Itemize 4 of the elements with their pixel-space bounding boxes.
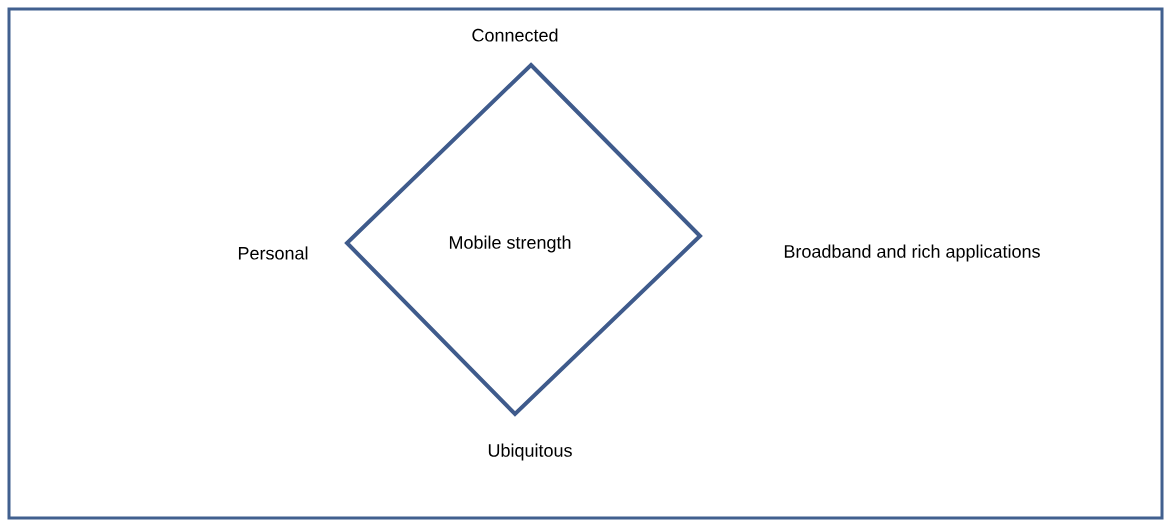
corner-label: Connected (472, 28, 558, 42)
corner-label: Personal (238, 246, 308, 260)
corner-label: Ubiquitous (488, 443, 572, 461)
corner-label: Broadband and rich applications (784, 244, 1040, 262)
